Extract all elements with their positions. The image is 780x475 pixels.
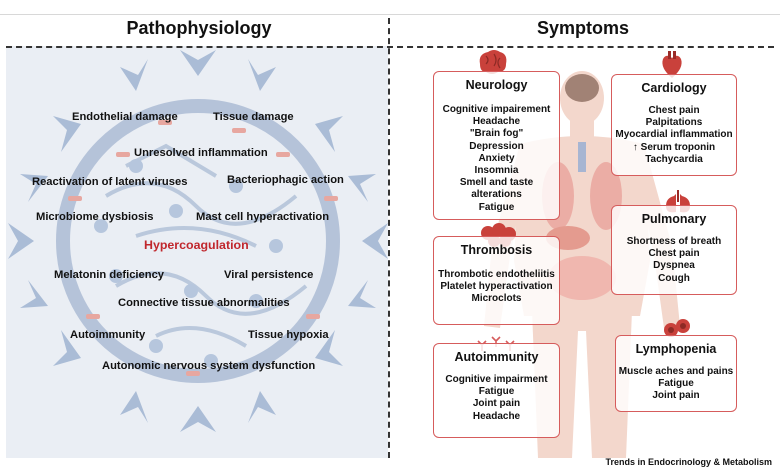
top-rule [0,14,780,15]
cardiology-item: Tachycardia [645,153,703,165]
autoimmunity-item: Headache [472,410,521,422]
autoimmunity-item: Fatigue [478,386,515,398]
cardiology-item: Myocardial inflammation [615,129,733,141]
pathophysiology-header: Pathophysiology [126,18,272,38]
label-tissue-hypoxia: Tissue hypoxia [248,329,329,341]
brain-icon [479,50,507,74]
autoimmunity-item: Cognitive impairment [445,374,548,385]
pulmonary-title: Pulmonary [641,212,707,226]
cardiology-item: Chest pain [648,105,700,116]
panel-divider [388,18,390,458]
thrombosis-item: Thrombotic endotheliitis [438,269,555,280]
lymphopenia-item: Muscle aches and pains [618,366,734,377]
label-autoimmunity: Autoimmunity [70,329,146,341]
neurology-title: Neurology [465,78,528,92]
journal-credit: Trends in Endocrinology & Metabolism [605,457,772,467]
header-divider [6,46,774,48]
lymphocyte-icon [664,319,690,337]
cardiology-item: ↑ Serum troponin [632,141,716,153]
autoimmunity-title: Autoimmunity [454,350,539,364]
autoimmunity-box: Autoimmunity Cognitive impairment Fatigu… [433,343,560,438]
heart-icon [662,51,682,78]
label-connective-tissue-abnormalities: Connective tissue abnormalities [118,297,290,309]
label-endothelial-damage: Endothelial damage [72,111,178,123]
pathophysiology-panel [6,46,388,458]
pulmonary-item: Chest pain [648,248,700,260]
label-mast-cell-hyperactivation: Mast cell hyperactivation [196,211,330,223]
neurology-item: alterations [471,189,522,201]
lymphopenia-item: Fatigue [658,378,694,390]
symptoms-header: Symptoms [536,18,630,38]
thrombosis-item: Platelet hyperactivation [440,281,553,293]
label-unresolved-inflammation: Unresolved inflammation [134,147,268,159]
neurology-item: Depression [469,140,524,152]
label-melatonin-deficiency: Melatonin deficiency [54,269,165,281]
thrombosis-title: Thrombosis [460,243,533,257]
neurology-item: Anxiety [478,152,515,164]
cardiology-title: Cardiology [641,81,707,95]
neurology-item: Cognitive impairement [442,104,551,115]
label-reactivation-latent-viruses: Reactivation of latent viruses [32,176,188,188]
lymphopenia-box: Lymphopenia Muscle aches and pains Fatig… [615,335,737,412]
label-viral-persistence: Viral persistence [224,269,314,281]
pulmonary-item: Cough [658,272,690,284]
cardiology-item: Palpitations [645,117,703,129]
pulmonary-box: Pulmonary Shortness of breath Chest pain… [611,205,737,295]
label-tissue-damage: Tissue damage [213,111,294,123]
neurology-item: "Brain fog" [469,128,524,140]
label-bacteriophagic-action: Bacteriophagic action [227,174,344,186]
thrombosis-item: Microclots [471,293,522,305]
thrombosis-box: Thrombosis Thrombotic endotheliitis Plat… [433,236,560,325]
neurology-item: Smell and taste [459,177,534,189]
label-hypercoagulation: Hypercoagulation [144,238,249,252]
cardiology-box: Cardiology Chest pain Palpitations Myoca… [611,74,737,176]
lymphopenia-item: Joint pain [652,390,700,402]
autoimmunity-item: Joint pain [472,398,521,410]
neurology-item: Fatigue [478,201,515,213]
neurology-item: Insomnia [474,165,519,177]
label-autonomic-dysfunction: Autonomic nervous system dysfunction [102,360,316,372]
neurology-box: Neurology Cognitive impairement Headache… [433,71,560,220]
pulmonary-item: Dyspnea [653,260,695,272]
virus-illustration [8,50,388,432]
label-microbiome-dysbiosis: Microbiome dysbiosis [36,211,154,223]
neurology-item: Headache [472,116,521,128]
lymphopenia-title: Lymphopenia [635,342,717,356]
pulmonary-item: Shortness of breath [626,236,722,247]
